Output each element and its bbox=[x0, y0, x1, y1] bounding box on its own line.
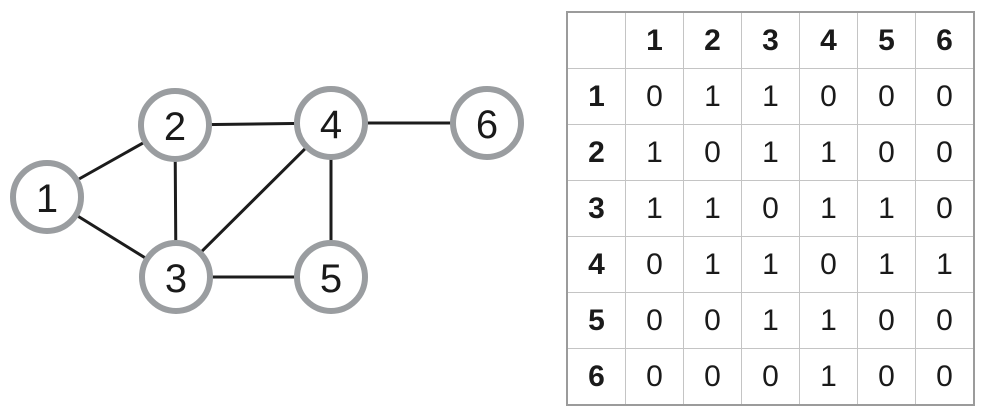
matrix-col-header-1: 1 bbox=[625, 11, 684, 69]
matrix-cell-3-6: 0 bbox=[915, 180, 975, 237]
matrix-col-header-6: 6 bbox=[915, 11, 975, 69]
matrix-cell-3-1: 1 bbox=[625, 180, 684, 237]
matrix-cell-1-5: 0 bbox=[857, 68, 916, 125]
matrix-cell-4-3: 1 bbox=[741, 236, 800, 293]
matrix-row-header-1: 1 bbox=[566, 68, 626, 125]
graph-node-5: 5 bbox=[294, 240, 368, 314]
graph-node-circle-5 bbox=[294, 240, 368, 314]
graph-node-3: 3 bbox=[139, 240, 213, 314]
matrix-cell-4-1: 0 bbox=[625, 236, 684, 293]
matrix-cell-2-3: 1 bbox=[741, 124, 800, 181]
graph-node-4: 4 bbox=[294, 86, 368, 160]
matrix-row-header-5: 5 bbox=[566, 292, 626, 349]
matrix-cell-5-5: 0 bbox=[857, 292, 916, 349]
matrix-cell-5-6: 0 bbox=[915, 292, 975, 349]
matrix-cell-5-1: 0 bbox=[625, 292, 684, 349]
graph-diagram: 1 2 3 4 5 6 bbox=[10, 86, 524, 314]
matrix-cell-4-5: 1 bbox=[857, 236, 916, 293]
matrix-col-header-5: 5 bbox=[857, 11, 916, 69]
matrix-cell-2-4: 1 bbox=[799, 124, 858, 181]
graph-node-label-6: 6 bbox=[476, 103, 498, 147]
matrix-row-header-3: 3 bbox=[566, 180, 626, 237]
matrix-cell-6-5: 0 bbox=[857, 348, 916, 406]
matrix-row-header-6: 6 bbox=[566, 348, 626, 406]
matrix-cell-1-3: 1 bbox=[741, 68, 800, 125]
matrix-cell-6-1: 0 bbox=[625, 348, 684, 406]
matrix-cell-1-6: 0 bbox=[915, 68, 975, 125]
matrix-col-header-4: 4 bbox=[799, 11, 858, 69]
matrix-cell-5-3: 1 bbox=[741, 292, 800, 349]
matrix-corner-cell bbox=[566, 11, 626, 69]
graph-node-label-4: 4 bbox=[320, 103, 342, 147]
graph-node-circle-1 bbox=[10, 160, 84, 234]
matrix-row-header-2: 2 bbox=[566, 124, 626, 181]
matrix-cell-3-4: 1 bbox=[799, 180, 858, 237]
matrix-col-header-2: 2 bbox=[683, 11, 742, 69]
matrix-cell-1-4: 0 bbox=[799, 68, 858, 125]
graph-node-6: 6 bbox=[450, 86, 524, 160]
matrix-row-header-4: 4 bbox=[566, 236, 626, 293]
graph-node-1: 1 bbox=[10, 160, 84, 234]
matrix-cell-3-2: 1 bbox=[683, 180, 742, 237]
matrix-cell-5-4: 1 bbox=[799, 292, 858, 349]
matrix-cell-4-4: 0 bbox=[799, 236, 858, 293]
graph-node-label-2: 2 bbox=[164, 105, 186, 149]
matrix-cell-4-2: 1 bbox=[683, 236, 742, 293]
graph-node-2: 2 bbox=[138, 88, 212, 162]
matrix-cell-6-4: 1 bbox=[799, 348, 858, 406]
matrix-cell-4-6: 1 bbox=[915, 236, 975, 293]
graph-node-circle-6 bbox=[450, 86, 524, 160]
matrix-cell-6-6: 0 bbox=[915, 348, 975, 406]
matrix-cell-1-2: 1 bbox=[683, 68, 742, 125]
graph-node-label-1: 1 bbox=[36, 177, 58, 221]
matrix-cell-6-2: 0 bbox=[683, 348, 742, 406]
matrix-cell-5-2: 0 bbox=[683, 292, 742, 349]
graph-node-circle-4 bbox=[294, 86, 368, 160]
matrix-cell-2-6: 0 bbox=[915, 124, 975, 181]
matrix-cell-2-5: 0 bbox=[857, 124, 916, 181]
graph-node-label-5: 5 bbox=[320, 257, 342, 301]
graph-node-label-3: 3 bbox=[165, 257, 187, 301]
graph-node-circle-3 bbox=[139, 240, 213, 314]
matrix-col-header-3: 3 bbox=[741, 11, 800, 69]
matrix-cell-2-1: 1 bbox=[625, 124, 684, 181]
matrix-cell-1-1: 0 bbox=[625, 68, 684, 125]
matrix-cell-3-5: 1 bbox=[857, 180, 916, 237]
matrix-cell-2-2: 0 bbox=[683, 124, 742, 181]
graph-node-circle-2 bbox=[138, 88, 212, 162]
matrix-cell-3-3: 0 bbox=[741, 180, 800, 237]
matrix-cell-6-3: 0 bbox=[741, 348, 800, 406]
